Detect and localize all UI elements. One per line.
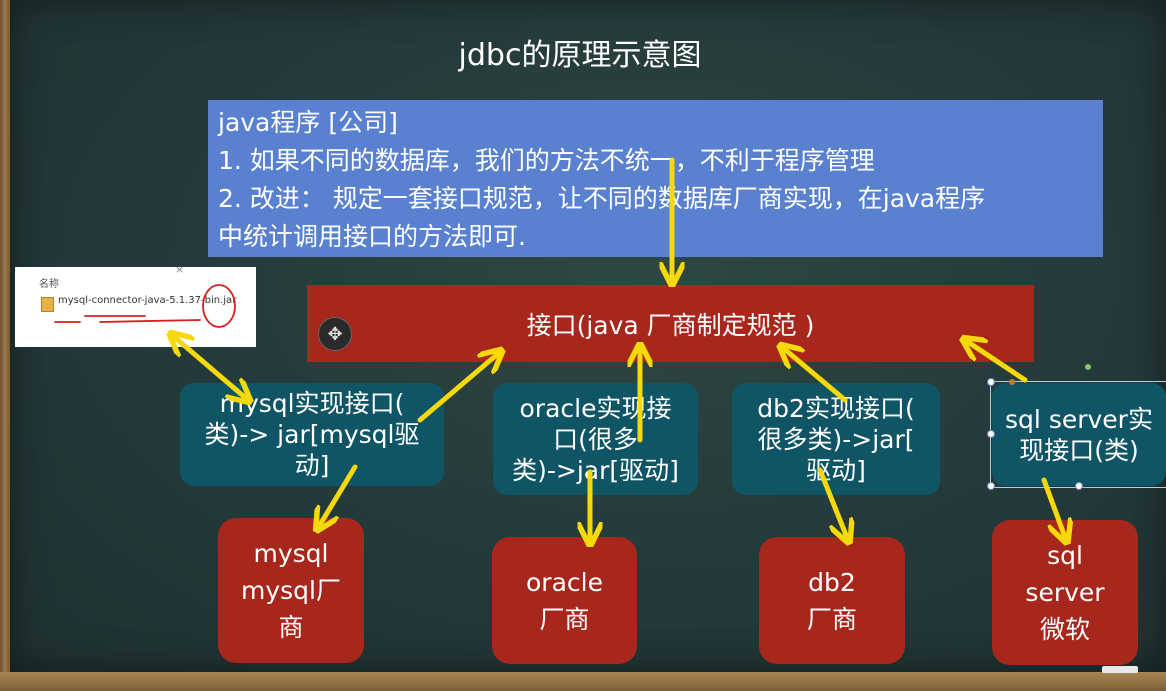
impl-line: sql server实 — [1005, 404, 1153, 434]
file-explorer-snippet: 名称 × mysql-connector-java-5.1.37-bin.jar — [15, 263, 256, 347]
move-cross-icon[interactable]: ✥ — [318, 317, 352, 351]
impl-line: 类)-> jar[mysql驱 — [204, 420, 420, 449]
vendor-box-mysql: mysql mysql厂 商 — [218, 518, 364, 663]
impl-box-db2: db2实现接口( 很多类)->jar[ 驱动] — [732, 383, 940, 495]
resize-handle[interactable] — [987, 430, 995, 438]
impl-line: 口(很多 — [553, 424, 638, 454]
vendor-line: 厂商 — [806, 604, 857, 634]
board-frame-left — [0, 0, 10, 691]
close-icon[interactable]: × — [175, 263, 185, 276]
interface-label: 接口(java 厂商制定规范 ) — [526, 310, 815, 340]
impl-line: 现接口(类) — [1019, 435, 1139, 465]
jar-file-icon — [41, 297, 54, 312]
chalk-piece — [1102, 666, 1138, 673]
vendor-box-oracle: oracle 厂商 — [492, 537, 637, 664]
board-frame-bottom — [0, 672, 1166, 691]
impl-line: 类)->jar[驱动] — [512, 455, 679, 485]
vendor-line: 微软 — [1039, 615, 1090, 644]
java-box-line: 1. 如果不同的数据库，我们的方法不统一，不利于程序管理 — [218, 146, 875, 175]
file-column-header: 名称 — [39, 279, 59, 290]
java-program-box: java程序 [公司] 1. 如果不同的数据库，我们的方法不统一，不利于程序管理… — [208, 100, 1103, 257]
vendor-box-sqlserver: sql server 微软 — [992, 520, 1138, 665]
vendor-line: mysql厂 — [241, 576, 341, 605]
impl-box-sqlserver[interactable]: sql server实 现接口(类) — [992, 383, 1166, 486]
resize-handle[interactable] — [1075, 482, 1083, 490]
java-box-line: 中统计调用接口的方法即可. — [218, 222, 526, 251]
diagram-title: jdbc的原理示意图 — [458, 38, 702, 73]
vendor-line: db2 — [808, 567, 856, 597]
jar-file-name[interactable]: mysql-connector-java-5.1.37-bin.jar — [58, 295, 237, 306]
vendor-line: 厂商 — [539, 604, 590, 634]
impl-line: 驱动] — [806, 455, 866, 485]
vendor-line: server — [1025, 578, 1105, 607]
impl-box-oracle: oracle实现接 口(很多 类)->jar[驱动] — [493, 383, 698, 495]
vendor-line: oracle — [526, 567, 603, 597]
resize-handle[interactable] — [987, 482, 995, 490]
vendor-line: mysql — [253, 539, 329, 568]
vendor-line: sql — [1047, 541, 1083, 570]
impl-line: 动] — [294, 451, 330, 480]
impl-line: oracle实现接 — [519, 393, 672, 423]
java-box-line: java程序 [公司] — [218, 108, 398, 137]
vendor-box-db2: db2 厂商 — [759, 537, 905, 664]
java-box-line: 2. 改进： 规定一套接口规范，让不同的数据库厂商实现，在java程序 — [218, 184, 986, 213]
impl-line: 很多类)->jar[ — [757, 424, 915, 454]
impl-line: mysql实现接口( — [219, 389, 405, 418]
impl-box-mysql: mysql实现接口( 类)-> jar[mysql驱 动] — [180, 383, 444, 486]
selection-frame[interactable] — [987, 378, 1166, 490]
resize-handle[interactable] — [987, 378, 995, 386]
vendor-line: 商 — [278, 613, 304, 642]
jdbc-interface-bar: 接口(java 厂商制定规范 ) — [307, 285, 1034, 362]
impl-line: db2实现接口( — [757, 393, 915, 423]
